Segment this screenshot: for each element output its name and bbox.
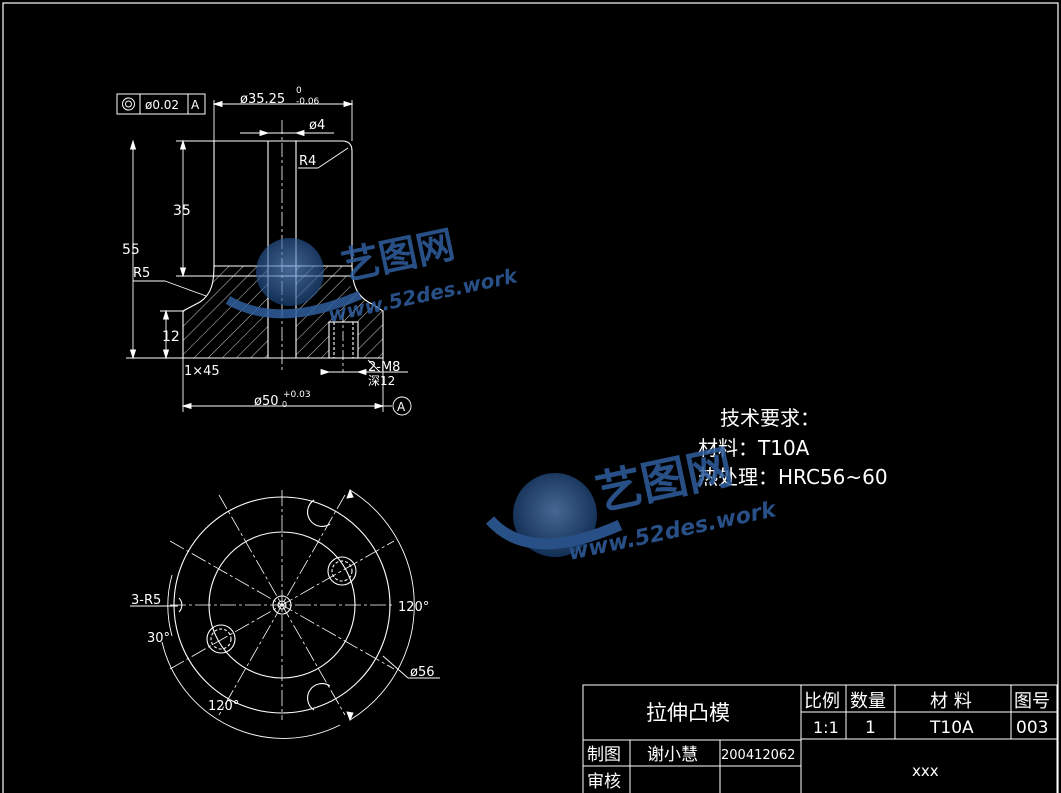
dim-base-diameter: ø50 [254, 394, 279, 409]
dim-base-upper-dev: +0.03 [283, 390, 311, 400]
dim-12: 12 [162, 329, 180, 345]
dim-r5: R5 [133, 266, 150, 281]
qty-value: 1 [865, 718, 876, 738]
dim-base-lower-dev: 0 [282, 400, 287, 409]
drawn-id: 200412062 [721, 748, 795, 763]
drawn-label: 制图 [587, 745, 621, 765]
dim-3r5: 3-R5 [131, 593, 161, 608]
dim-thread-depth: 深12 [368, 374, 395, 388]
checked-label: 审核 [587, 772, 621, 792]
material-header: 材 料 [930, 691, 972, 712]
top-view [169, 490, 395, 720]
tolerance-frame [116, 93, 206, 115]
dim-thread: 2-M8 [368, 360, 400, 375]
dim-35: 35 [173, 203, 191, 219]
datum-a-label: A [397, 400, 406, 414]
qty-header: 数量 [850, 691, 886, 712]
material-value: T10A [929, 718, 974, 738]
watermark-1: 艺图网 www.52des.work [225, 222, 521, 327]
drawn-name: 谢小慧 [647, 745, 698, 765]
watermark-2-title: 艺图网 [591, 439, 737, 521]
drawing-no-value: 003 [1016, 718, 1048, 738]
watermark-globe-icon [485, 473, 623, 557]
dim-30: 30° [147, 631, 170, 646]
dim-56: ø56 [410, 665, 435, 680]
concentricity-icon [122, 97, 135, 111]
dim-r4: R4 [299, 154, 316, 169]
dim-120-bottom: 120° [208, 699, 239, 714]
dim-hole: ø4 [309, 118, 325, 133]
org-name: xxx [912, 762, 939, 780]
dim-chamfer: 1×45 [184, 364, 220, 379]
front-view-dimensions [126, 100, 412, 416]
scale-value: 1:1 [813, 718, 839, 737]
tech-heat-line: 热处理：HRC56~60 [698, 465, 888, 489]
tolerance-datum: A [191, 98, 200, 112]
watermark-globe-icon [225, 238, 362, 319]
dim-120-right: 120° [398, 600, 429, 615]
dim-top-diameter: ø35.25 [240, 92, 285, 107]
tech-material-line: 材料：T10A [698, 436, 810, 460]
dim-top-lower-dev: -0.06 [296, 97, 320, 107]
top-view-dimensions [130, 488, 440, 739]
title-block [582, 684, 1058, 793]
drawing-no-header: 图号 [1014, 691, 1050, 712]
dim-top-upper-dev: 0 [296, 86, 302, 96]
dim-55: 55 [122, 242, 140, 258]
tolerance-value: ø0.02 [145, 98, 179, 112]
part-name: 拉伸凸模 [646, 701, 730, 725]
tech-requirements-title: 技术要求： [720, 406, 820, 430]
scale-header: 比例 [804, 691, 840, 712]
